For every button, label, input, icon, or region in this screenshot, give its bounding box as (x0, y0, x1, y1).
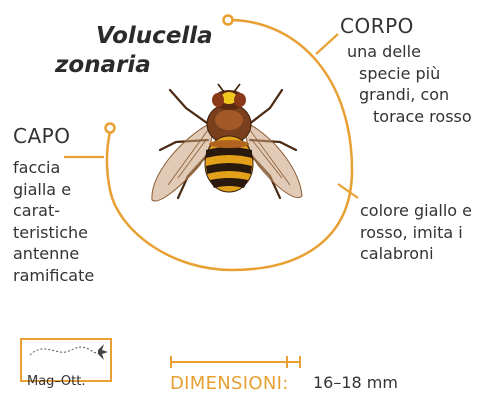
capo-description: faccia gialla e carat- teristiche antenn… (13, 157, 94, 286)
species-title: Volucella zonaria (55, 22, 213, 80)
corpo-line: una delle (347, 42, 421, 61)
colore-line: rosso, imita i (360, 222, 463, 242)
corpo-description: una delle specie più grandi, con torace … (347, 41, 472, 127)
colore-line: calabroni (360, 244, 434, 263)
ruler-scale-icon (170, 356, 301, 368)
flight-path-icon (29, 344, 108, 360)
capo-line: teristiche (13, 222, 88, 242)
species-title-line1: Volucella (96, 23, 213, 49)
dimensions-value: 16–18 mm (313, 373, 398, 392)
capo-line: antenne (13, 244, 80, 263)
capo-line: faccia (13, 158, 61, 177)
dimensions-label: DIMENSIONI: (170, 373, 289, 394)
annotation-arc (105, 18, 354, 272)
colore-description: colore giallo e rosso, imita i calabroni (360, 200, 472, 265)
top-marker (222, 14, 234, 26)
capo-line: carat- (13, 201, 61, 220)
species-title-line2: zonaria (55, 52, 151, 78)
insect-illustration (151, 83, 303, 202)
corpo-line: torace rosso (373, 106, 472, 126)
capo-line: ramificate (13, 265, 95, 285)
corpo-line: specie più (359, 63, 441, 83)
capo-line: gialla e (13, 179, 72, 199)
capo-marker (104, 122, 116, 134)
flight-period-legend (20, 338, 112, 382)
flight-period-label: Mag–Ott. (27, 374, 86, 389)
corpo-heading: CORPO (340, 14, 414, 38)
colore-line: colore giallo e (360, 201, 472, 220)
colore-leader (337, 183, 359, 199)
corpo-line: grandi, con (359, 85, 450, 104)
capo-heading: CAPO (13, 124, 71, 148)
corpo-leader (315, 33, 339, 55)
